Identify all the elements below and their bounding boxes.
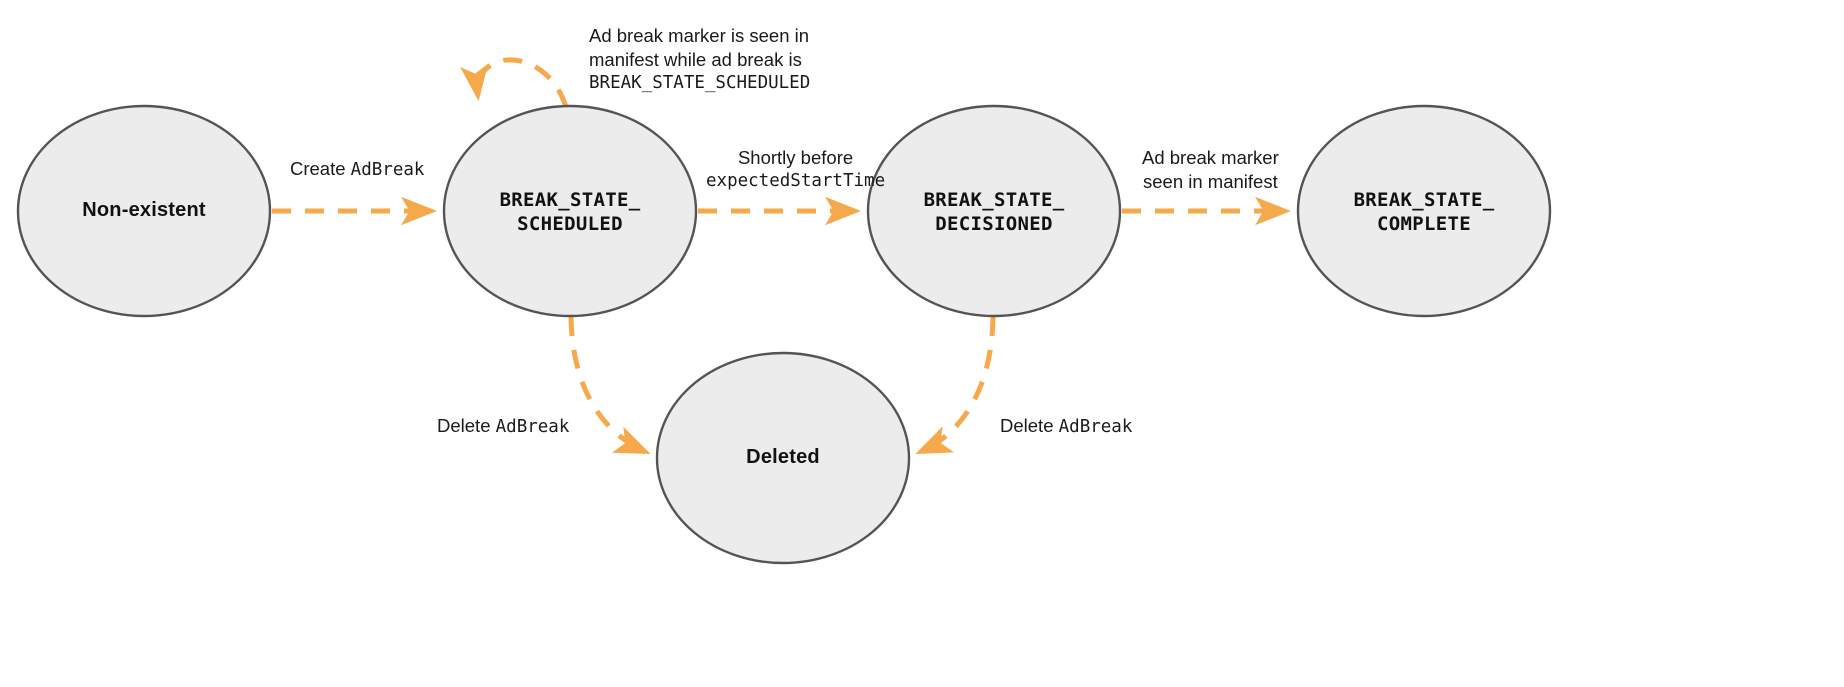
state-node-break-state-scheduled[interactable] bbox=[442, 104, 698, 318]
state-node-break-state-decisioned[interactable] bbox=[866, 104, 1122, 318]
state-node-non-existent[interactable] bbox=[16, 104, 272, 318]
state-node-break-state-complete[interactable] bbox=[1296, 104, 1552, 318]
edge-delete-adbreak-from-scheduled bbox=[568, 316, 651, 455]
edge-delete-adbreak-from-decisioned bbox=[915, 316, 996, 455]
state-node-deleted[interactable] bbox=[655, 351, 911, 565]
edge-self-loop-scheduled bbox=[460, 57, 569, 108]
